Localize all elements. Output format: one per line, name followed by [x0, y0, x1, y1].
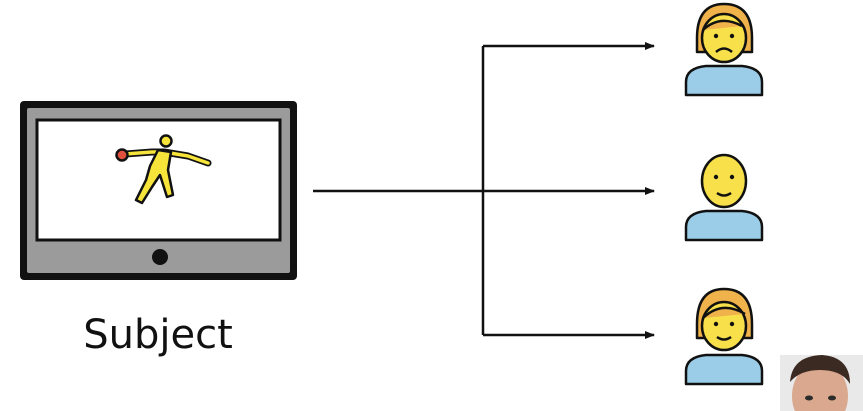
- monitor-screen: [35, 118, 282, 242]
- monitor-power-button: [152, 249, 168, 265]
- connector-arrows: [313, 42, 655, 339]
- neutral-person-icon: [684, 153, 764, 242]
- person-icon: [684, 287, 764, 386]
- presenter-webcam-thumbnail: [780, 355, 863, 411]
- handball-player-icon: [115, 134, 212, 205]
- frowning-person-icon: [684, 2, 764, 97]
- subject-label: Subject: [83, 312, 233, 358]
- monitor-icon: [20, 101, 297, 280]
